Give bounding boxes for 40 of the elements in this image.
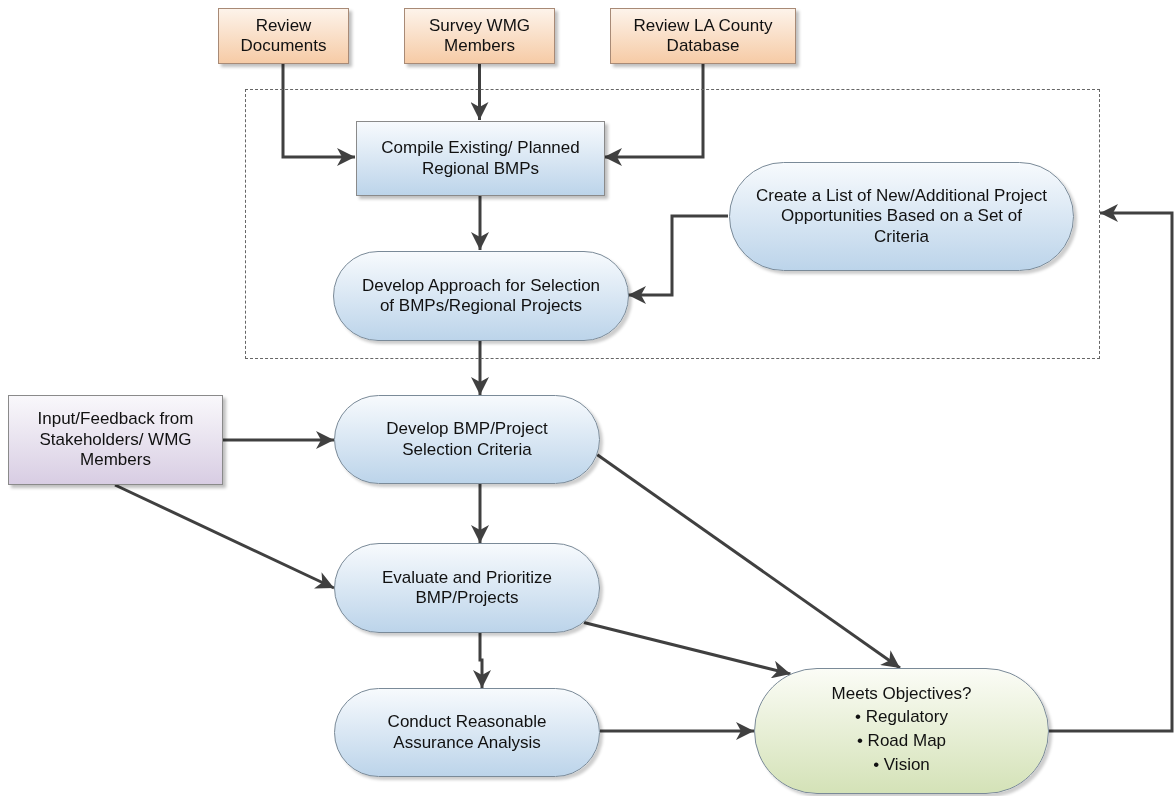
node-label: Conduct Reasonable Assurance Analysis (386, 712, 548, 753)
arrow (223, 431, 334, 449)
process-box (610, 8, 796, 64)
node-label: Develop BMP/Project Selection Criteria (385, 419, 549, 460)
arrow (470, 64, 489, 120)
arrow (604, 64, 705, 166)
arrow (471, 195, 489, 250)
node-heading: Meets Objectives? (831, 684, 972, 705)
node-label: Survey WMG Members (427, 15, 532, 57)
process-box (218, 8, 349, 64)
arrow (1049, 204, 1174, 733)
arrow (600, 722, 754, 740)
process-pill (333, 251, 629, 341)
node-label: Evaluate and Prioritize BMP/Projects (380, 567, 554, 609)
arrow (471, 340, 489, 395)
bullet-item: • Vision (873, 755, 930, 776)
bullet-item: • Regulatory (855, 706, 948, 727)
process-pill (334, 543, 600, 633)
arrow (596, 453, 901, 670)
process-box (404, 8, 555, 64)
arrow (281, 64, 355, 166)
process-pill (729, 162, 1074, 271)
bullet-item: • Road Map (856, 731, 947, 752)
dashed-group-box (245, 89, 1100, 359)
node-label: Compile Existing/ Planned Regional BMPs (380, 138, 581, 179)
arrow (628, 214, 728, 304)
node-label: Create a List of New/Additional Project Opportunities Based on a Set of Criteria (754, 185, 1048, 248)
node-label: Review LA County Database (632, 15, 774, 57)
arrow (471, 484, 489, 543)
decision-pill (754, 668, 1049, 794)
process-box (356, 121, 605, 196)
arrow (583, 621, 791, 679)
node-label: Input/Feedback from Stakeholders/ WMG Members (36, 409, 195, 471)
input-box (8, 395, 223, 485)
process-pill (334, 688, 600, 777)
process-pill (334, 395, 600, 484)
arrow (114, 483, 335, 590)
node-label: Develop Approach for Selection of BMPs/Regional Projects (360, 275, 602, 317)
arrow (473, 633, 491, 688)
node-label: Review Documents (239, 15, 328, 57)
